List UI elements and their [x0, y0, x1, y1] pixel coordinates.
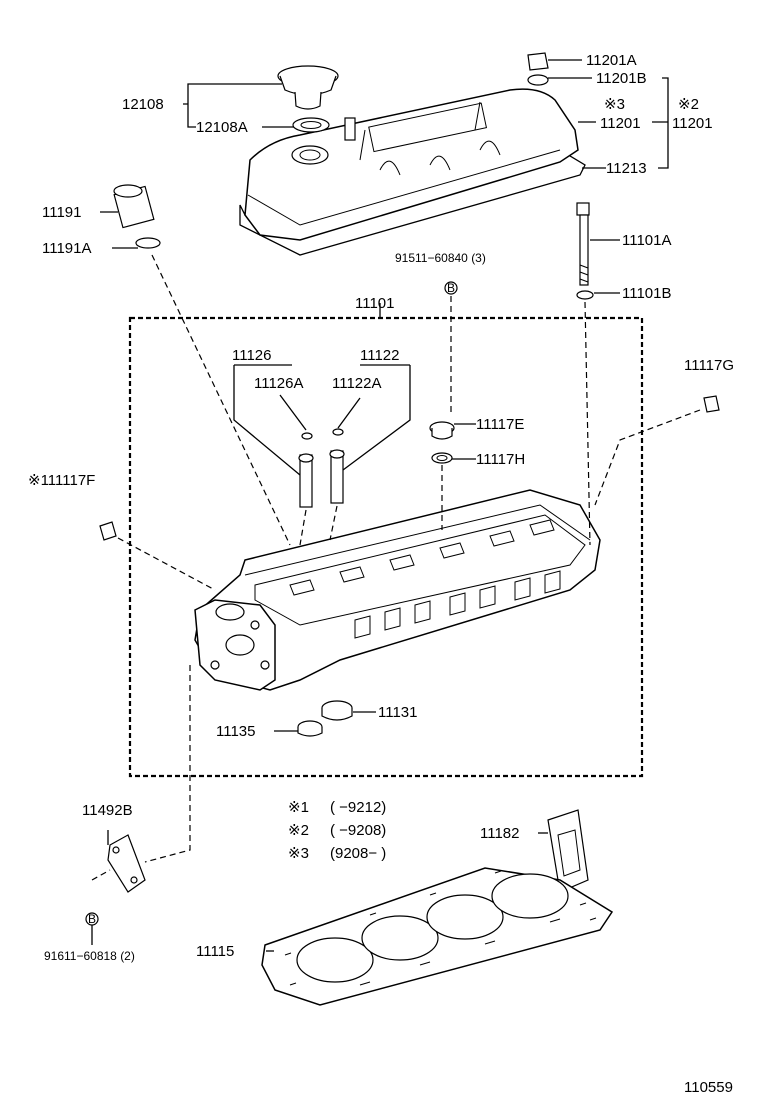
valve-guides	[298, 428, 345, 508]
label-11201a: 11201A	[586, 52, 637, 69]
label-11201b: 11201B	[596, 70, 647, 87]
label-11101a: 11101A	[622, 232, 672, 249]
label-11117g: 11117G	[684, 357, 734, 374]
label-note2-mark: ※2	[678, 96, 699, 113]
bolt-mark-b1: B	[444, 281, 458, 295]
water-bypass-plate	[107, 834, 146, 893]
leader-lines	[91, 59, 701, 952]
cylinder-head	[194, 489, 601, 691]
label-11117e: 11117E	[476, 416, 524, 433]
manifold-gasket	[547, 809, 589, 893]
legend-note3-mark: ※3	[288, 845, 309, 862]
label-bolt-91611: 91611−60818 (2)	[44, 949, 135, 963]
bolt-mark-b2: B	[85, 912, 99, 926]
label-11135: 11135	[216, 723, 256, 740]
label-11201-right: 11201	[672, 115, 713, 132]
label-bolt-91511: 91511−60840 (3)	[395, 251, 486, 265]
label-12108a: 12108A	[196, 119, 248, 136]
label-11201-left: 11201	[600, 115, 641, 132]
plug-11117g	[703, 395, 720, 413]
legend-note2-mark: ※2	[288, 822, 309, 839]
label-11191a: 11191A	[42, 240, 92, 257]
figure-id: 110559	[684, 1079, 733, 1096]
label-11101b: 11101B	[622, 285, 672, 302]
plug-111117f	[99, 521, 117, 541]
label-11122a: 11122A	[332, 375, 382, 392]
label-11122: 11122	[360, 347, 400, 364]
label-12108: 12108	[122, 96, 164, 113]
legend-note3-range: (9208− )	[330, 845, 386, 862]
cover-nut	[527, 52, 549, 86]
bolt-mark-b2-text: B	[88, 912, 96, 926]
label-note3-mark: ※3	[604, 96, 625, 113]
cylinder-head-gasket	[261, 867, 614, 1006]
label-111117f: ※111117F	[28, 472, 95, 489]
label-11492b: 11492B	[82, 802, 133, 819]
label-11191: 11191	[42, 204, 82, 221]
label-11117h: 11117H	[476, 451, 525, 468]
oil-filler-cap	[277, 65, 339, 133]
label-11182: 11182	[480, 825, 520, 842]
legend-note2-range: ( −9208)	[330, 822, 386, 839]
label-11101: 11101	[355, 295, 395, 312]
part-labels: 11201A 11201B 12108 12108A ※3 ※2 11201 1…	[28, 52, 734, 963]
label-11131: 11131	[378, 704, 418, 721]
cylinder-head-assembly-box	[128, 316, 644, 778]
camshaft-seals	[297, 700, 353, 737]
label-11115: 11115	[196, 943, 234, 960]
cylinder-head-cover	[239, 88, 586, 256]
legend-note1-range: ( −9212)	[330, 799, 386, 816]
stud-bolt	[576, 202, 594, 300]
bolt-mark-b1-text: B	[447, 281, 455, 295]
label-11126a: 11126A	[254, 375, 304, 392]
spark-plug-tube	[113, 184, 161, 249]
notes-legend: ※1 ( −9212) ※2 ( −9208) ※3 (9208− )	[288, 799, 386, 862]
legend-note1-mark: ※1	[288, 799, 309, 816]
label-11213: 11213	[606, 160, 647, 177]
label-11126: 11126	[232, 347, 272, 364]
seal-washers	[429, 421, 455, 464]
